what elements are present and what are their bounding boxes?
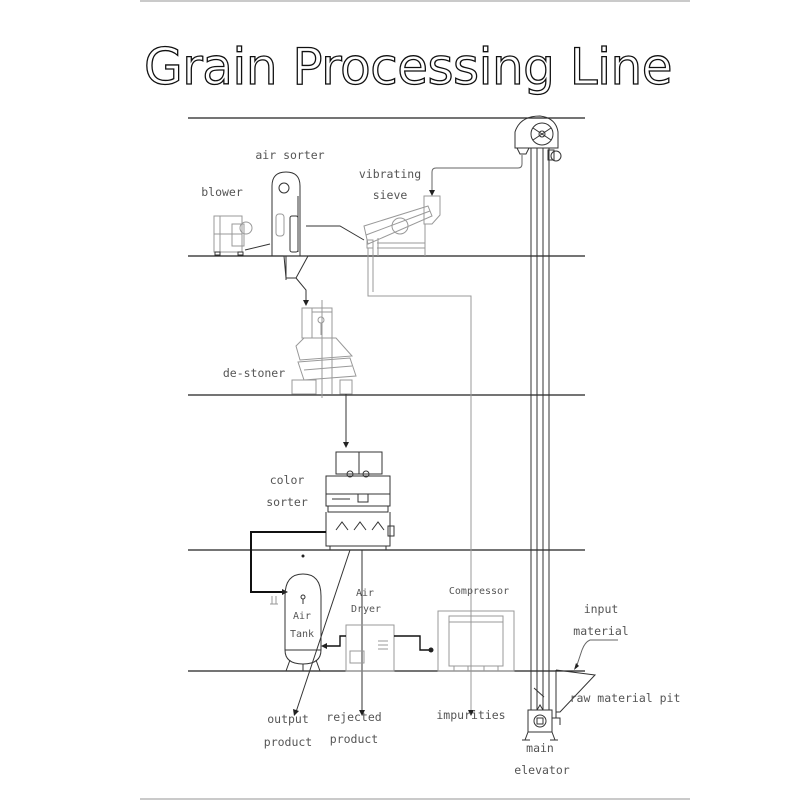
label-main-elevator-1: main (526, 741, 554, 755)
label-raw-material-pit: raw material pit (570, 691, 681, 705)
label-vibrating-sieve-2: sieve (373, 188, 408, 202)
label-de-stoner: de-stoner (223, 366, 285, 380)
label-rejected-product-2: product (330, 732, 378, 746)
label-main-elevator-2: elevator (514, 763, 569, 777)
dryer-to-tank-line (325, 635, 346, 647)
elevator-to-sieve-pipe (431, 155, 523, 192)
label-air-sorter: air sorter (255, 148, 324, 162)
impurities-pipe (367, 248, 472, 712)
air-sorter (271, 171, 309, 280)
output-product-pipe (295, 549, 351, 713)
label-color-sorter-1: color (270, 473, 305, 487)
elevator-head-pulley (530, 122, 554, 146)
air-tank (284, 573, 322, 672)
de-stoner (291, 300, 357, 398)
sorter-to-destoner-pipe (295, 277, 307, 302)
label-color-sorter-2: sorter (266, 495, 308, 509)
label-compressor: Compressor (449, 586, 509, 597)
label-output-product-2: product (264, 735, 312, 749)
elevator-boot (527, 709, 553, 733)
label-blower: blower (201, 185, 243, 199)
compressor-to-dryer-line (394, 635, 432, 651)
elevator-motor (550, 150, 562, 162)
raw-material-pit (552, 639, 618, 725)
air-supply-line (250, 531, 326, 593)
air-dryer (345, 624, 395, 672)
label-input-material-2: material (573, 624, 628, 638)
input-material-leader (575, 639, 618, 669)
label-impurities: impurities (436, 708, 505, 722)
page-title: Grain Processing Line (144, 38, 672, 96)
vibrating-sieve (363, 195, 441, 256)
label-air-tank-1: Air (293, 611, 311, 622)
label-input-material-1: input (584, 602, 619, 616)
main-elevator (514, 115, 562, 741)
label-air-dryer-1: Air (356, 588, 374, 599)
label-air-tank-2: Tank (290, 629, 314, 640)
blower (213, 215, 271, 256)
compressor (437, 610, 515, 672)
label-vibrating-sieve-1: vibrating (359, 167, 421, 181)
label-rejected-product-1: rejected (326, 710, 381, 724)
sorter-to-sieve-pipe (306, 225, 365, 241)
label-air-dryer-2: Dryer (351, 604, 381, 615)
color-sorter (325, 451, 395, 550)
label-output-product-1: output (267, 712, 309, 726)
